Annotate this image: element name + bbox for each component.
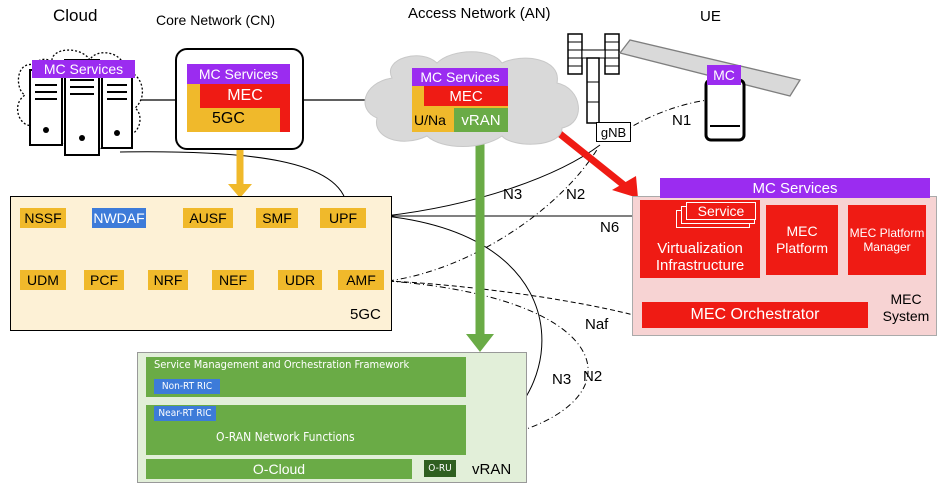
ue-beam-icon [618, 39, 802, 142]
n6-label: N6 [600, 219, 620, 236]
service-box: Service [686, 202, 756, 220]
n3-label-top: N3 [503, 186, 523, 203]
nf-upf: UPF [320, 208, 366, 228]
non-rt-ric: Non-RT RIC [154, 379, 220, 394]
oran-nf-label: O-RAN Network Functions [216, 430, 355, 444]
access-mc-services: MC Services [412, 68, 508, 86]
gnb-tower-icon [567, 33, 620, 124]
nf-pcf: PCF [84, 270, 124, 290]
access-una: U/Na [414, 112, 446, 128]
nf-udr: UDR [278, 270, 322, 290]
nf-amf: AMF [338, 270, 384, 290]
nf-nef: NEF [212, 270, 254, 290]
vran-label: vRAN [472, 461, 512, 478]
mec-platform: MEC Platform [766, 205, 838, 275]
n2-label-bottom: N2 [583, 368, 603, 385]
naf-label: Naf [585, 316, 609, 333]
nf-nrf: NRF [148, 270, 188, 290]
core-network-header: Core Network (CN) [156, 12, 276, 28]
ue-header: UE [700, 8, 721, 25]
core-mc-services: MC Services [187, 64, 290, 84]
nf-ausf: AUSF [183, 208, 233, 228]
cloud-header: Cloud [53, 6, 98, 25]
n1-label: N1 [672, 112, 692, 129]
mec-orchestrator: MEC Orchestrator [642, 302, 868, 328]
n2-label-top: N2 [566, 186, 586, 203]
cloud-servers-icon [16, 49, 144, 156]
smo-label: Service Management and Orchestration Fra… [154, 358, 410, 371]
core-5gc-label: 5GC [212, 110, 245, 127]
n3-label-bottom: N3 [552, 371, 572, 388]
core-mec: MEC [200, 84, 290, 108]
core-mec-edge [280, 108, 290, 132]
fivegc-label: 5GC [350, 306, 381, 323]
nf-udm: UDM [20, 270, 66, 290]
near-rt-ric: Near-RT RIC [154, 406, 216, 421]
gnb-label: gNB [596, 122, 631, 142]
nf-smf: SMF [256, 208, 298, 228]
mec-platform-manager: MEC Platform Manager [848, 205, 926, 275]
virtualization-label: Virtualization Infrastructure [655, 240, 745, 274]
ue-mc: MC [707, 65, 741, 85]
o-cloud: O-Cloud [146, 459, 412, 479]
access-network-header: Access Network (AN) [408, 5, 551, 22]
access-mec: MEC [424, 86, 508, 106]
mec-mc-services: MC Services [660, 178, 930, 198]
o-ru: O-RU [424, 460, 456, 477]
access-vran: vRAN [454, 108, 508, 132]
cloud-mc-services: MC Services [32, 60, 135, 78]
nf-nssf: NSSF [20, 208, 66, 228]
mec-system-label: MEC System [882, 291, 930, 324]
nf-nwdaf: NWDAF [92, 208, 146, 228]
